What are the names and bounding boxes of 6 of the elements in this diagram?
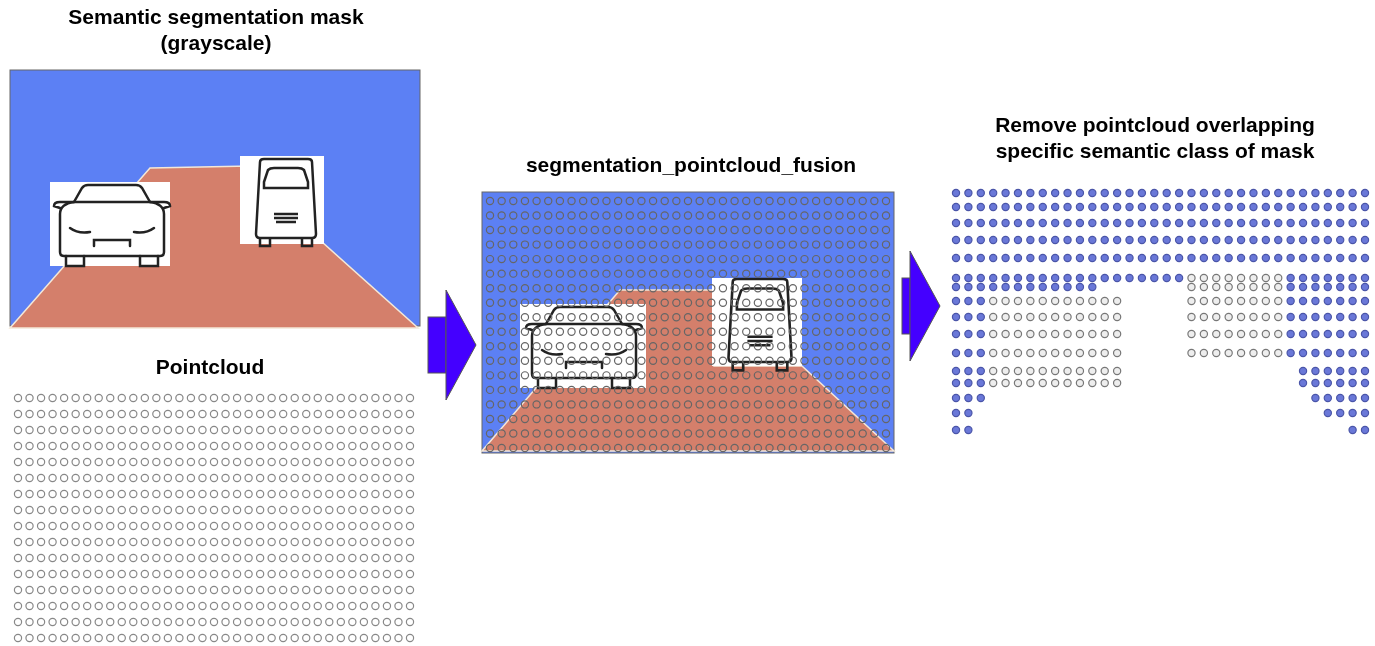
panel-heading: Pointcloud [154, 354, 266, 380]
panel-heading: segmentation_pointcloud_fusion [524, 152, 858, 178]
panel-heading: Remove pointcloud overlapping specific semantic class of mask [994, 112, 1316, 164]
block-arrow [427, 289, 477, 401]
panel-heading: Semantic segmentation mask (grayscale) [67, 4, 365, 56]
block-arrow [901, 250, 941, 362]
